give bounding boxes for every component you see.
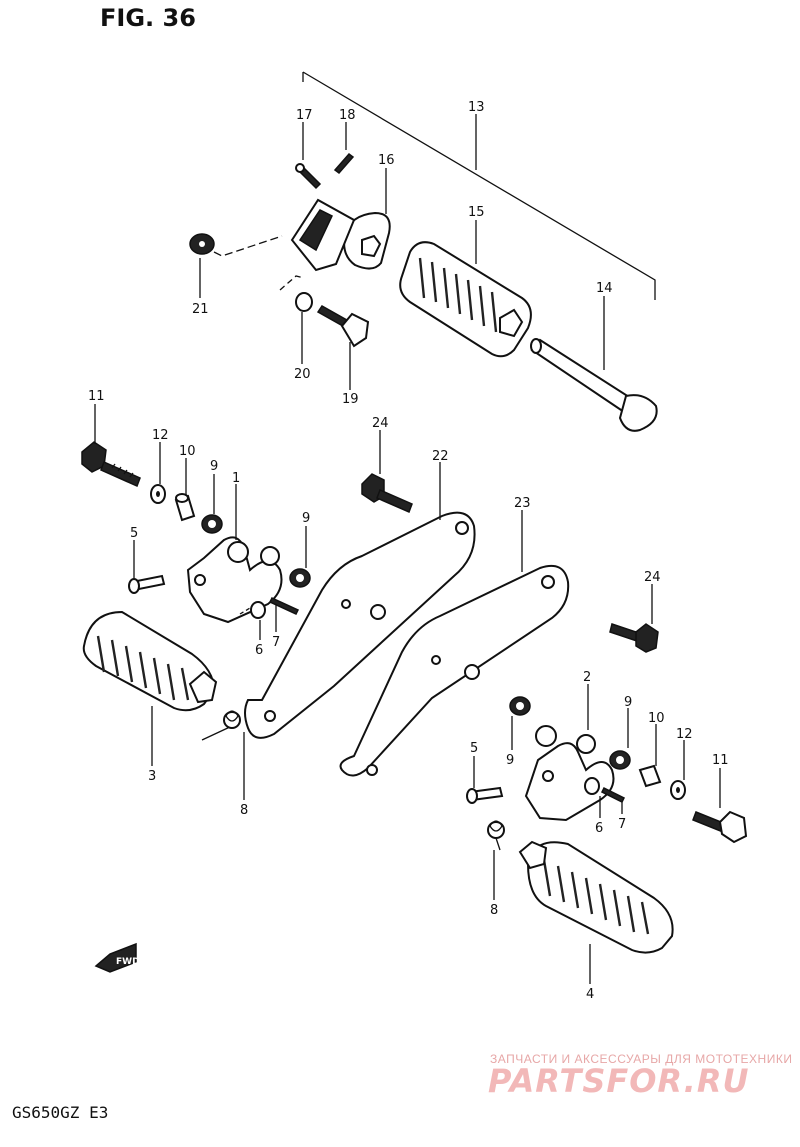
callout-16: 16	[378, 153, 395, 168]
part-17-pin	[295, 163, 322, 190]
callout-20: 20	[294, 367, 311, 382]
part-11-bolt-left	[81, 441, 141, 488]
callout-12-left: 12	[152, 428, 169, 443]
part-3-footrest-left	[82, 610, 218, 712]
callout-9-c: 9	[506, 753, 514, 768]
callout-10-right: 10	[648, 711, 665, 726]
callout-6-left: 6	[255, 643, 263, 658]
callout-9-d: 9	[624, 695, 632, 710]
part-9-bush-right-upper	[509, 696, 531, 716]
callout-11-left: 11	[88, 389, 105, 404]
callout-10-left: 10	[179, 444, 196, 459]
callout-23: 23	[514, 496, 531, 511]
part-9-bush-right-lower	[609, 750, 631, 770]
part-1-footrest-bracket	[186, 536, 283, 624]
callout-12-right: 12	[676, 727, 693, 742]
callout-18: 18	[339, 108, 356, 123]
callout-17: 17	[296, 108, 313, 123]
callout-19: 19	[342, 392, 359, 407]
callout-6-right: 6	[595, 821, 603, 836]
part-20-washer	[279, 275, 313, 312]
part-10-collar-left	[174, 493, 196, 522]
callout-7-left: 7	[272, 635, 280, 650]
callout-14: 14	[596, 281, 613, 296]
part-8-spring-right	[487, 820, 505, 851]
part-6-washer-left	[239, 601, 266, 619]
callout-5-right: 5	[470, 741, 478, 756]
part-12-washer-left	[150, 484, 166, 504]
part-2-footrest-bracket	[524, 725, 615, 822]
callout-9-b: 9	[302, 511, 310, 526]
leader-lines	[94, 114, 721, 984]
callout-8-right: 8	[490, 903, 498, 918]
watermark-caption: ЗАПЧАСТИ И АКСЕССУАРЫ ДЛЯ МОТОТЕХНИКИ	[490, 1052, 793, 1066]
watermark-brand: PARTSFOR.RU	[488, 1062, 750, 1100]
part-24-bolt-right	[609, 623, 659, 653]
part-9-bush-left-lower	[289, 568, 311, 588]
callout-9-a: 9	[210, 459, 218, 474]
callout-15: 15	[468, 205, 485, 220]
part-18-cotter-pin	[333, 152, 355, 175]
fwd-label: FWD	[116, 957, 140, 967]
callout-21: 21	[192, 302, 209, 317]
callout-24-upper: 24	[372, 416, 389, 431]
part-11-bolt-right	[692, 810, 748, 844]
part-5-pin-left	[128, 574, 166, 594]
figure-title: FIG. 36	[100, 4, 196, 32]
forward-arrow-icon: FWD	[94, 942, 140, 973]
part-24-bolt-upper	[361, 473, 413, 514]
part-12-washer-right	[670, 780, 686, 800]
part-15-footrest-rubber	[399, 241, 532, 358]
part-9-bush-left-upper	[201, 514, 223, 534]
callout-2: 2	[583, 670, 591, 685]
part-5-pin-right	[466, 786, 504, 804]
rear-mount-bracket	[290, 198, 356, 272]
part-4-footrest-right	[518, 840, 674, 954]
callout-8-left: 8	[240, 803, 248, 818]
part-10-collar-right	[638, 764, 662, 788]
callout-labels: 17 18 16 13 15 14 21 20 19 11 12 10 9 1 …	[88, 100, 729, 1002]
part-22-footrest-plate-left	[244, 511, 476, 739]
callout-5-left: 5	[130, 526, 138, 541]
callout-1: 1	[232, 471, 240, 486]
callout-11-right: 11	[712, 753, 729, 768]
part-23-footrest-plate-right	[339, 564, 570, 777]
model-code: GS650GZ E3	[12, 1103, 109, 1122]
callout-4: 4	[586, 987, 594, 1002]
callout-7-right: 7	[618, 817, 626, 832]
callout-3: 3	[148, 769, 156, 784]
part-6-washer-right	[584, 777, 600, 795]
part-21-nut	[189, 233, 283, 257]
part-14-shaft	[530, 338, 658, 432]
part-19-bolt	[316, 305, 370, 348]
callout-24-right: 24	[644, 570, 661, 585]
part-7-cotter-left	[268, 597, 300, 615]
part-16-plate	[343, 211, 391, 270]
part-8-spring-left	[201, 710, 241, 741]
callout-13: 13	[468, 100, 485, 115]
group-13-bracket	[302, 71, 656, 300]
callout-22: 22	[432, 449, 449, 464]
